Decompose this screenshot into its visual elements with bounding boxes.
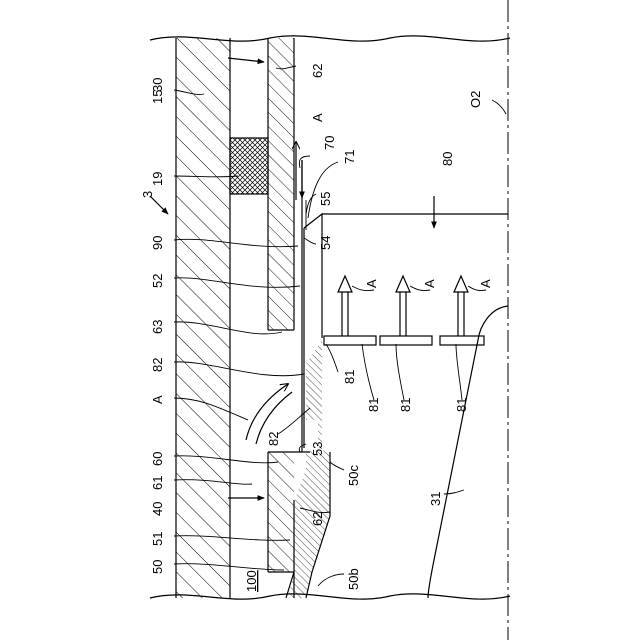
outer-wall-15	[176, 38, 230, 598]
label-71: 71	[342, 150, 357, 164]
label-82-left: 82	[150, 358, 165, 372]
label-O2: O2	[468, 91, 483, 108]
label-60: 60	[150, 452, 165, 466]
label-70: 70	[322, 136, 337, 150]
injector-row	[324, 276, 484, 345]
label-55: 55	[318, 192, 333, 206]
label-50c: 50c	[346, 465, 361, 486]
label-3: 3	[140, 191, 155, 198]
label-51: 51	[150, 532, 165, 546]
label-A-3: A	[478, 279, 493, 288]
label-62-top: 62	[310, 64, 325, 78]
label-52: 52	[150, 274, 165, 288]
label-82-mid: 82	[266, 432, 281, 446]
label-81-c: 81	[398, 398, 413, 412]
label-A-left: A	[150, 395, 165, 404]
label-50: 50	[150, 560, 165, 574]
label-A-top: A	[310, 113, 325, 122]
label-19: 19	[150, 172, 165, 186]
block-19	[230, 138, 268, 194]
label-81-a: 81	[342, 370, 357, 384]
label-54: 54	[318, 236, 333, 250]
label-50b: 50b	[346, 568, 361, 590]
label-61: 61	[150, 476, 165, 490]
label-15: 15	[150, 90, 165, 104]
label-80: 80	[440, 152, 455, 166]
label-A-2: A	[422, 279, 437, 288]
label-A-1: A	[364, 279, 379, 288]
label-31: 31	[428, 492, 443, 506]
label-81-b: 81	[366, 398, 381, 412]
label-40: 40	[150, 502, 165, 516]
label-90: 90	[150, 236, 165, 250]
label-81-d: 81	[454, 398, 469, 412]
label-62-mid: 62	[310, 512, 325, 526]
part-31	[428, 306, 508, 598]
label-63: 63	[150, 320, 165, 334]
label-100: 100	[244, 570, 259, 592]
label-53: 53	[310, 442, 325, 456]
